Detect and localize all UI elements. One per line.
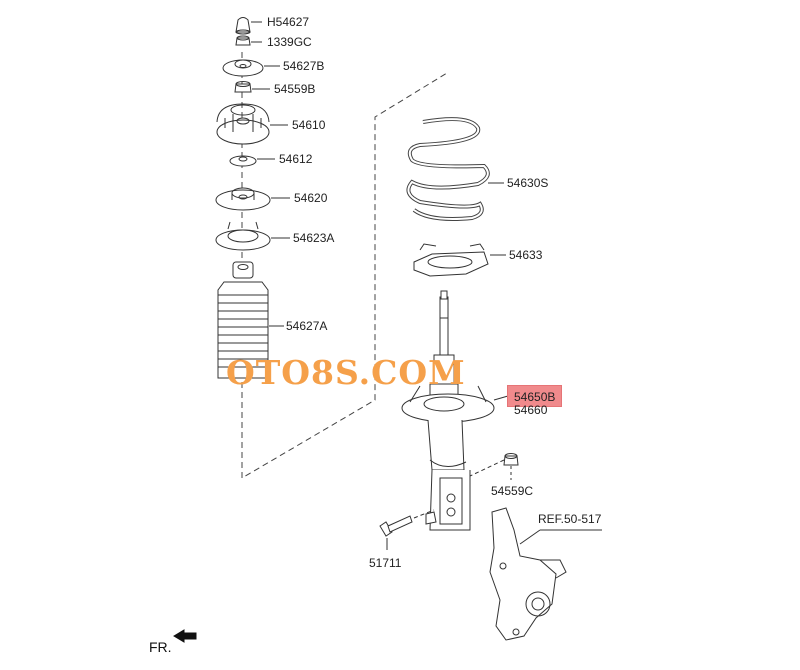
part-54620-drawing — [215, 187, 290, 211]
arrow-icon — [173, 629, 197, 643]
label-51711: 51711 — [369, 556, 402, 570]
label-54630s: 54630S — [507, 176, 549, 190]
part-54610-drawing — [216, 103, 288, 145]
part-54559c-drawing — [469, 453, 519, 480]
label-reference: REF.50-517 — [538, 512, 602, 526]
label-h54627: H54627 — [267, 15, 310, 29]
label-54650b: 54650B — [506, 385, 563, 407]
label-54633: 54633 — [509, 248, 543, 262]
label-54620: 54620 — [294, 191, 328, 205]
part-54633-drawing — [413, 243, 506, 277]
label-54610: 54610 — [292, 118, 326, 132]
part-54650b-drawing — [401, 290, 509, 531]
part-54623a-drawing — [215, 221, 290, 251]
knuckle-reference-drawing — [489, 507, 602, 641]
label-54660: 54660 — [514, 403, 548, 417]
label-54612: 54612 — [279, 152, 313, 166]
part-1339gc-drawing — [235, 35, 262, 46]
part-54627b-drawing — [222, 59, 280, 77]
part-51711-drawing — [379, 509, 435, 550]
direction-label: FR. — [149, 639, 172, 655]
label-54623a: 54623A — [293, 231, 335, 245]
part-54559b-drawing — [234, 81, 270, 93]
part-54630s-drawing — [406, 117, 504, 221]
label-54627b: 54627B — [283, 59, 325, 73]
label-54559b: 54559B — [274, 82, 316, 96]
part-54627a-drawing — [217, 261, 284, 379]
label-54559c: 54559C — [491, 484, 534, 498]
watermark-text: OTO8S.COM — [226, 353, 466, 392]
label-1339gc: 1339GC — [267, 35, 312, 49]
part-54612-drawing — [229, 155, 275, 167]
label-54627a: 54627A — [286, 319, 328, 333]
part-h54627-drawing — [235, 17, 262, 35]
